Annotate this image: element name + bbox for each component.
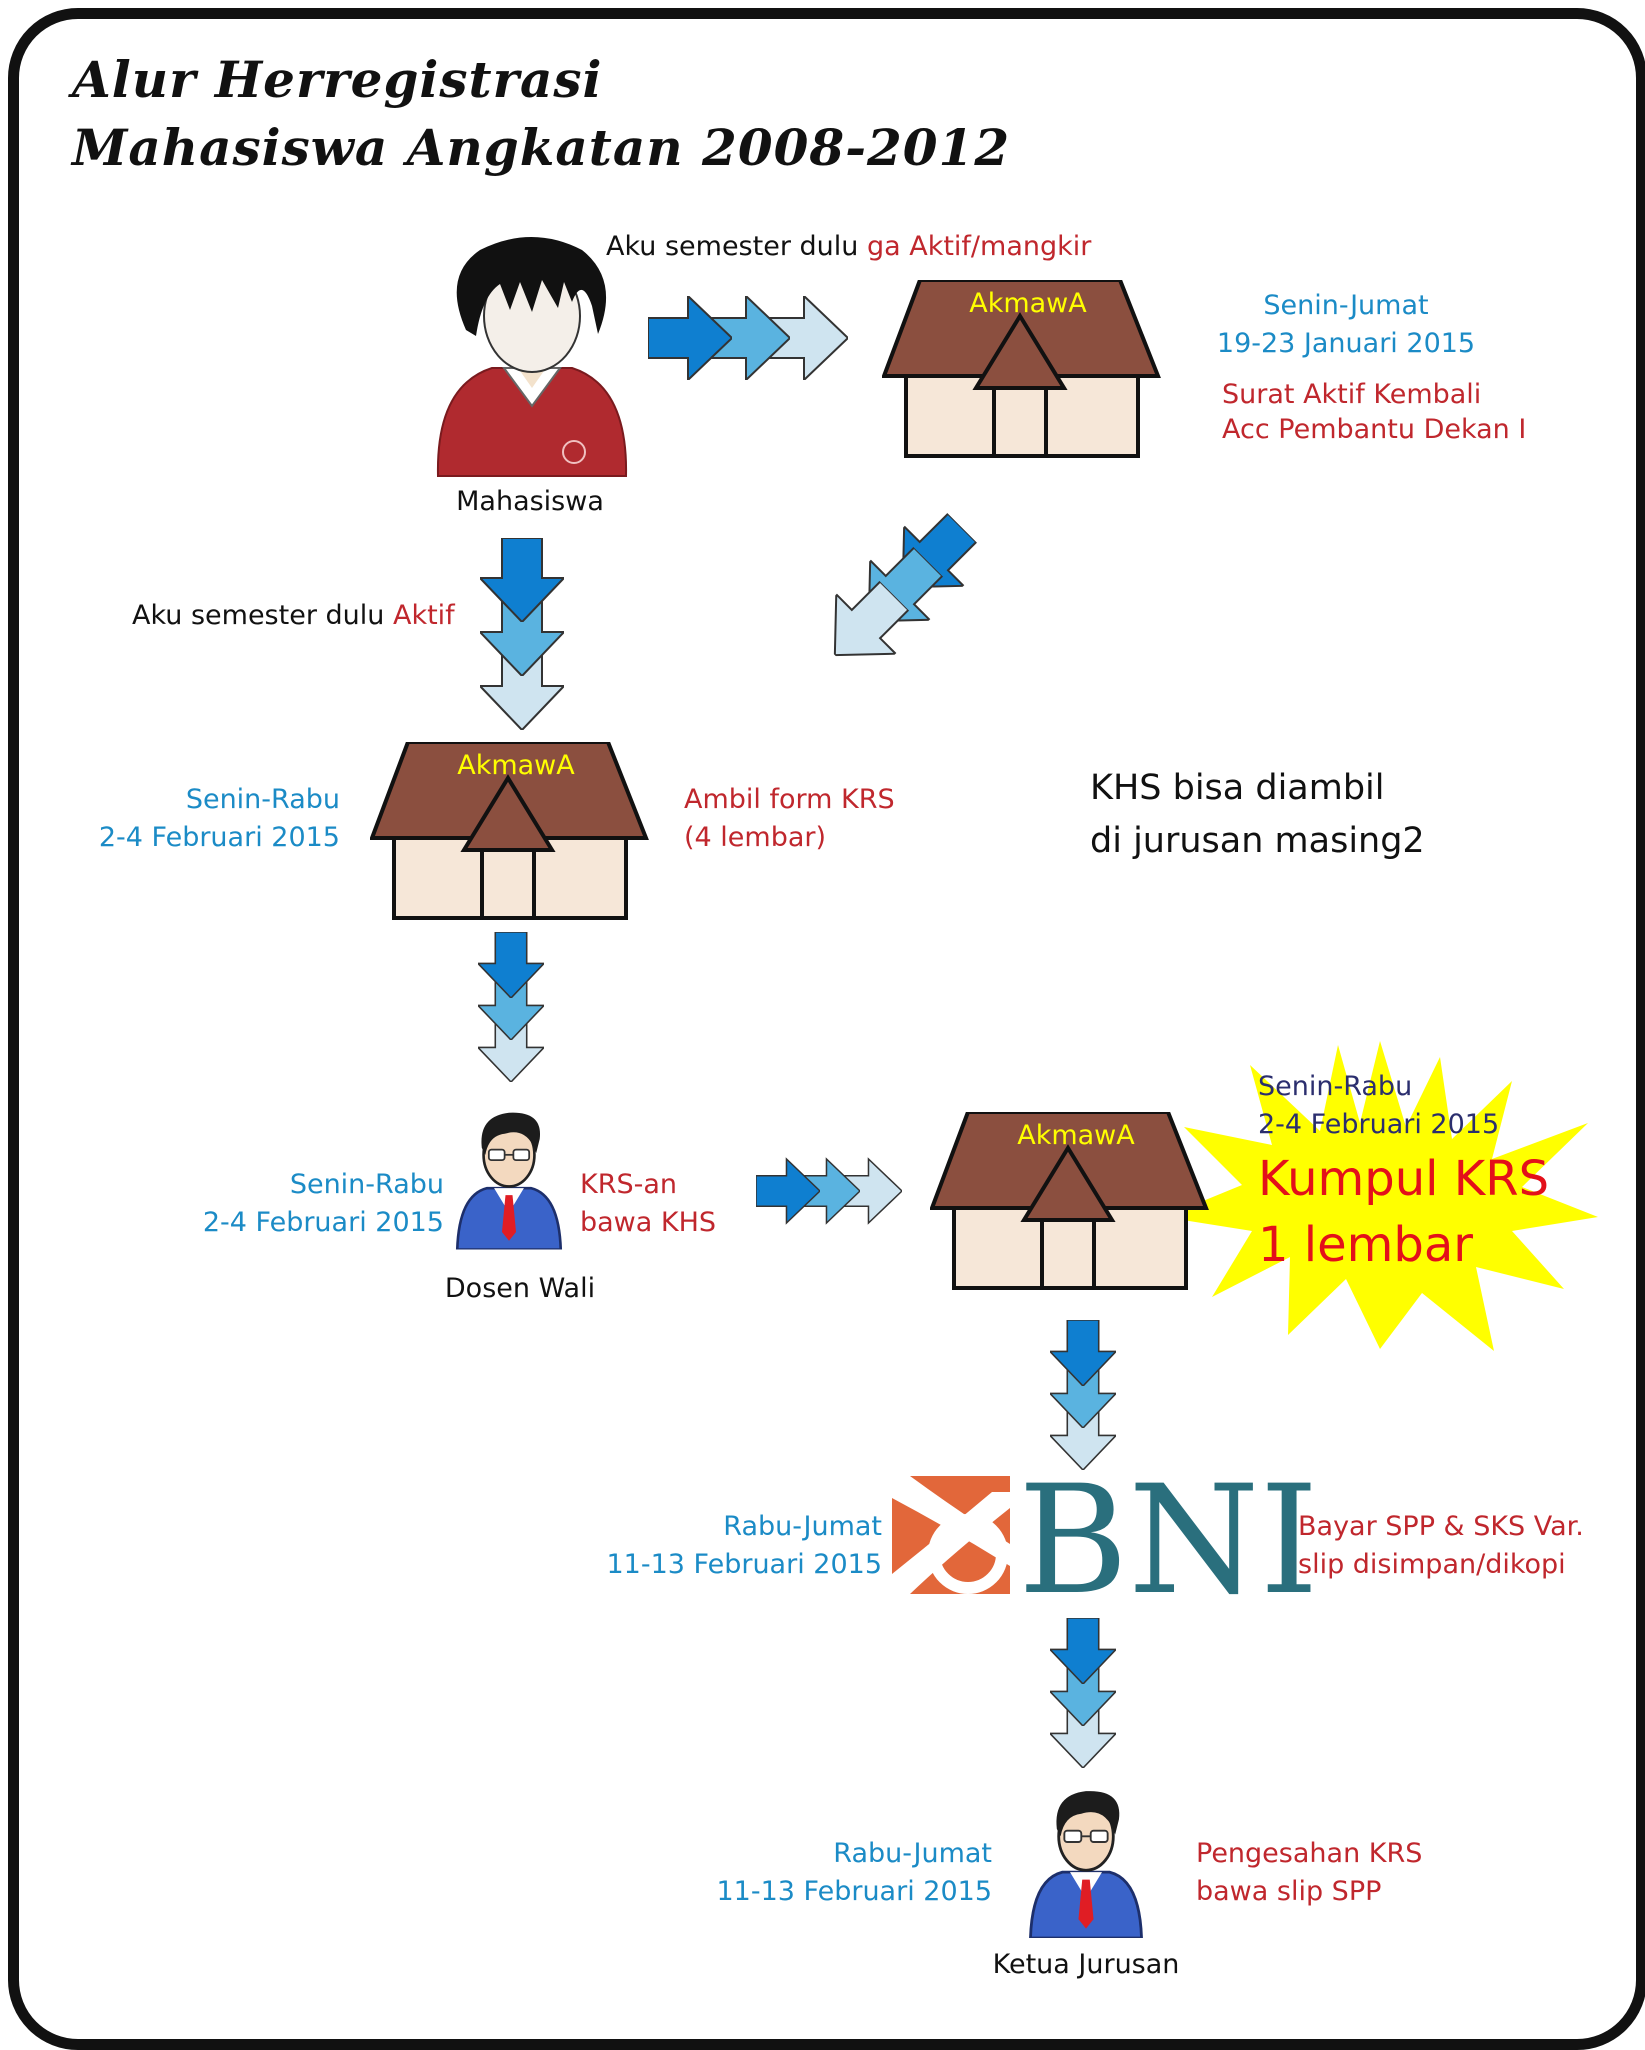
arrow-down-to-head	[1050, 1618, 1116, 1768]
bank-note-1: Bayar SPP & SKS Var.	[1298, 1511, 1584, 1542]
title-line-2: Mahasiswa Angkatan 2008-2012	[72, 118, 1011, 177]
arrow-to-submit	[756, 1158, 902, 1224]
head-note-1: Pengesahan KRS	[1196, 1838, 1423, 1869]
chevron-down-icon	[480, 538, 564, 622]
department-head-label: Ketua Jurusan	[992, 1949, 1180, 1980]
reactivate-note-1: Surat Aktif Kembali	[1222, 379, 1482, 410]
arrow-down-to-bank	[1050, 1320, 1116, 1470]
inactive-prefix: Aku semester dulu	[606, 231, 867, 262]
department-head-avatar	[1029, 1789, 1143, 1938]
highlight-starburst	[1164, 1041, 1598, 1351]
student-inactive-text: Aku semester dulu ga Aktif/mangkir	[606, 228, 1091, 266]
advisor-label: Dosen Wali	[444, 1273, 596, 1304]
advisor-note-2: bawa KHS	[580, 1207, 717, 1238]
advisor-avatar	[455, 1111, 563, 1250]
chevron-right-icon	[756, 1158, 820, 1224]
take-form-days: Senin-Rabu	[185, 784, 340, 815]
submit-dates: 2-4 Februari 2015	[1258, 1109, 1500, 1140]
building-label: AkmawA	[457, 750, 575, 781]
advisor-dates: 2-4 Februari 2015	[202, 1207, 444, 1238]
inactive-highlight: ga Aktif/mangkir	[866, 231, 1092, 262]
student-label: Mahasiswa	[456, 486, 604, 517]
akmawa-building-submit: AkmawA	[930, 1112, 1208, 1290]
reactivate-days: Senin-Jumat	[1263, 290, 1429, 321]
student-avatar	[436, 237, 628, 477]
chevron-down-icon	[1050, 1320, 1116, 1386]
bank-note-2: slip disimpan/dikopi	[1298, 1549, 1566, 1580]
arrow-diagonal-return	[805, 498, 992, 685]
active-highlight: Aktif	[392, 600, 455, 631]
advisor-note-1: KRS-an	[580, 1169, 678, 1200]
arrow-down-to-take-form	[480, 538, 564, 730]
head-note-2: bawa slip SPP	[1196, 1876, 1382, 1907]
active-prefix: Aku semester dulu	[132, 600, 393, 631]
student-active-text: Aku semester dulu Aktif	[132, 597, 455, 635]
khs-note-2: di jurusan masing2	[1090, 821, 1425, 861]
head-days: Rabu-Jumat	[833, 1838, 992, 1869]
submit-days: Senin-Rabu	[1258, 1071, 1413, 1102]
building-label: AkmawA	[969, 288, 1087, 319]
title-line-1: Alur Herregistrasi	[72, 50, 603, 109]
akmawa-building-take-form: AkmawA	[370, 742, 648, 920]
bank-dates: 11-13 Februari 2015	[606, 1549, 883, 1580]
take-form-note-1: Ambil form KRS	[684, 784, 895, 815]
chevron-right-icon	[648, 296, 732, 380]
take-form-note-2: (4 lembar)	[684, 822, 827, 853]
chevron-down-icon	[1050, 1618, 1116, 1684]
submit-big-2: 1 lembar	[1258, 1217, 1474, 1273]
bank-days: Rabu-Jumat	[723, 1511, 882, 1542]
reactivate-note-2: Acc Pembantu Dekan I	[1222, 414, 1527, 445]
head-dates: 11-13 Februari 2015	[716, 1876, 993, 1907]
advisor-days: Senin-Rabu	[289, 1169, 444, 1200]
building-label: AkmawA	[1017, 1120, 1135, 1151]
arrow-to-reactivate	[648, 296, 848, 380]
bni-logo: BNI	[892, 1454, 1319, 1628]
bni-logo-text: BNI	[1018, 1454, 1319, 1628]
reactivate-dates: 19-23 Januari 2015	[1216, 328, 1476, 359]
chevron-down-icon	[478, 932, 544, 998]
take-form-dates: 2-4 Februari 2015	[98, 822, 340, 853]
akmawa-building-reactivate: AkmawA	[882, 280, 1160, 458]
submit-big-1: Kumpul KRS	[1258, 1151, 1550, 1207]
arrow-down-to-advisor	[478, 932, 544, 1082]
khs-note-1: KHS bisa diambil	[1090, 768, 1385, 808]
